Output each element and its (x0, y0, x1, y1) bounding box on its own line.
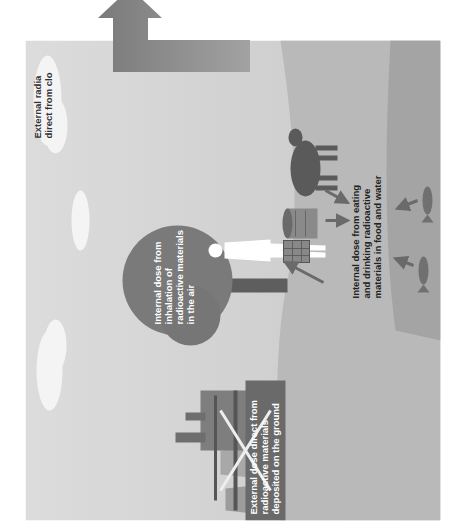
fish (417, 186, 433, 292)
water (386, 40, 440, 340)
pathway-label: Internal dose from inhalation of radioac… (151, 228, 195, 324)
cow (288, 128, 337, 196)
ground (276, 40, 440, 520)
person (208, 239, 325, 261)
well (282, 208, 317, 238)
scene-frame: External radia direct from cloInternal d… (25, 40, 440, 520)
pathway-label: External radia direct from clo (31, 54, 53, 138)
big-arrow (98, 0, 250, 72)
power-plant (175, 380, 285, 520)
sky (25, 40, 440, 520)
solar-panel (283, 240, 309, 262)
pathway-label: Internal dose from eating and drinking r… (349, 174, 382, 298)
pathway-label: External dose direct from radioactive ma… (247, 386, 280, 514)
